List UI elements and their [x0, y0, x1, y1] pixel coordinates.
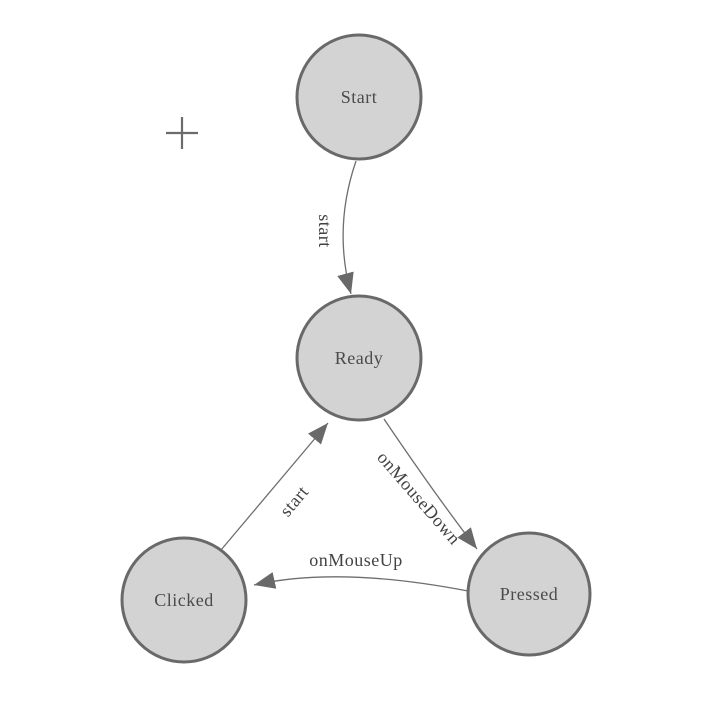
node-clicked[interactable]: Clicked — [120, 536, 248, 664]
node-label-start: Start — [341, 87, 378, 107]
node-circle-clicked[interactable] — [120, 536, 248, 664]
node-ready[interactable]: Ready — [295, 294, 423, 422]
node-label-clicked: Clicked — [154, 590, 214, 610]
edge-start-to-ready[interactable]: start — [315, 160, 357, 295]
node-circle-pressed[interactable] — [466, 531, 592, 657]
edge-path-start-to-ready[interactable] — [337, 160, 357, 295]
node-label-pressed: Pressed — [500, 584, 559, 604]
node-label-ready: Ready — [335, 348, 383, 368]
edge-ready-to-pressed[interactable]: onMouseDown — [373, 418, 478, 550]
node-circle-ready[interactable] — [295, 294, 423, 422]
edge-pressed-to-clicked[interactable]: onMouseUp — [253, 550, 469, 592]
crosshair-cursor-icon — [166, 117, 198, 149]
edge-label-start: start — [276, 482, 313, 521]
edge-path-clicked-to-ready[interactable] — [220, 422, 329, 551]
node-pressed[interactable]: Pressed — [466, 531, 592, 657]
node-circle-start[interactable] — [295, 33, 423, 161]
edge-label-start: start — [315, 214, 335, 248]
edge-clicked-to-ready[interactable]: start — [220, 422, 329, 551]
edge-path-ready-to-pressed[interactable] — [383, 418, 478, 550]
edge-label-onmouseup: onMouseUp — [309, 550, 403, 570]
edge-label-onmousedown: onMouseDown — [373, 447, 465, 548]
edge-path-pressed-to-clicked[interactable] — [253, 572, 469, 592]
node-start[interactable]: Start — [295, 33, 423, 161]
